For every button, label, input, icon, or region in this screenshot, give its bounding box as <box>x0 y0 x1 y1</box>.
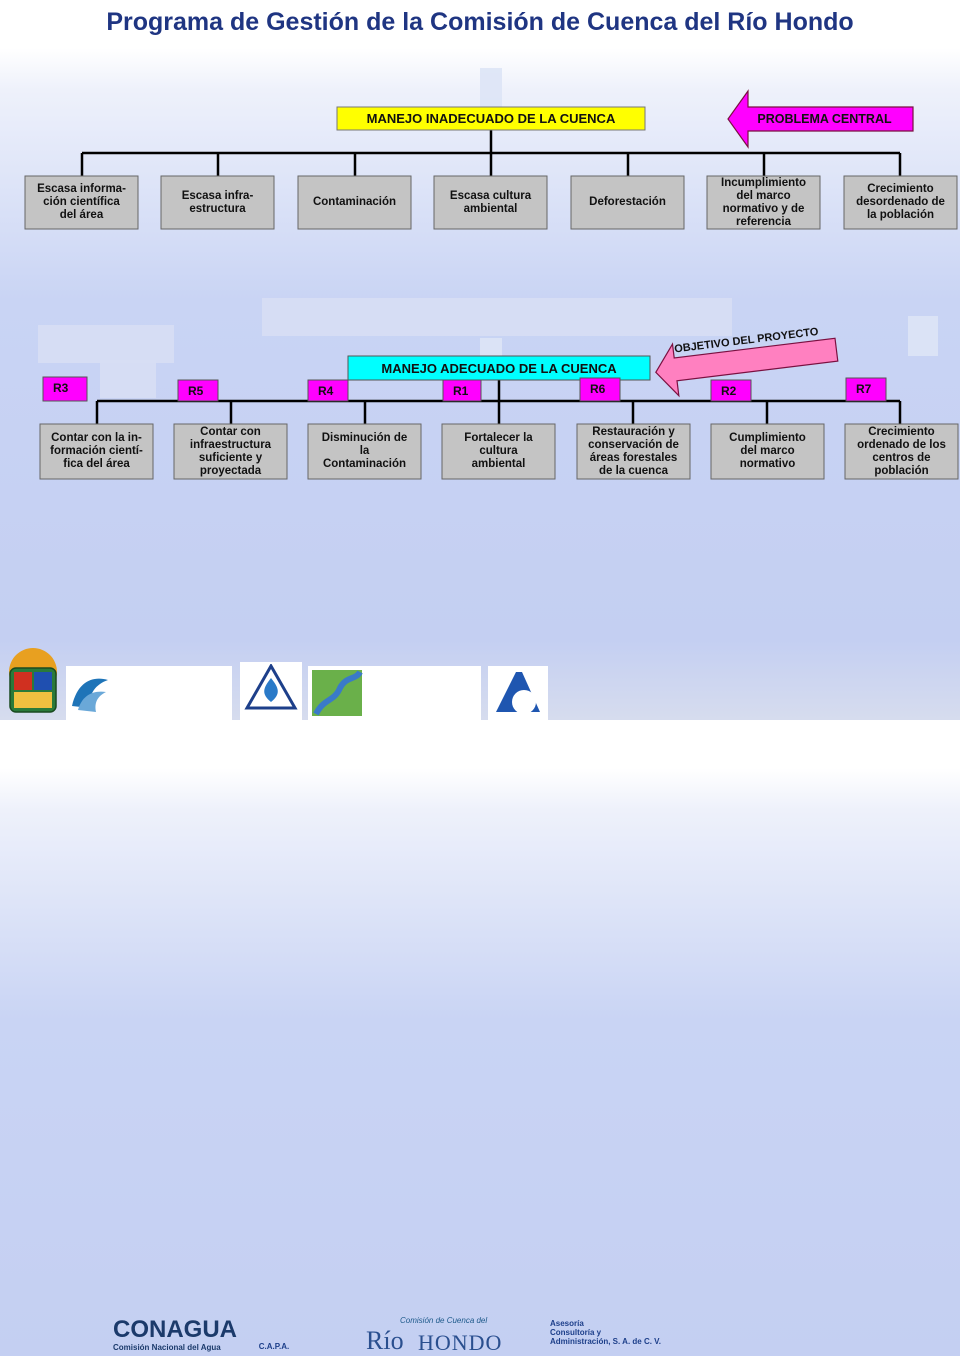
cause-label: Incumplimiento del marco normativo y de … <box>721 176 806 228</box>
cause-box <box>24 175 139 230</box>
r-tag-box <box>845 377 887 402</box>
cause-label: Contaminación <box>312 196 397 208</box>
result-box <box>173 423 288 480</box>
result-text: Crecimiento ordenado de los centros de p… <box>845 424 958 479</box>
r-tag-box <box>42 376 88 402</box>
cause-box <box>570 175 685 230</box>
problem-central-box <box>336 106 646 131</box>
footer-logos: CONAGUA Comisión Nacional del Agua C.A.P… <box>0 640 960 1355</box>
conagua-subtitle: Comisión Nacional del Agua <box>113 1343 221 1352</box>
cause-text: Escasa cultura ambiental <box>434 176 547 229</box>
r-tag-box <box>710 379 752 402</box>
problem-central-label: MANEJO INADECUADO DE LA CUENCA <box>366 111 616 126</box>
result-box <box>441 423 556 480</box>
result-box <box>710 423 825 480</box>
result-label: Cumplimiento del marco normativo <box>729 432 806 470</box>
faint-panel <box>480 338 502 358</box>
cause-text: Crecimiento desordenado de la población <box>844 176 957 229</box>
conagua-wave-icon <box>72 678 108 712</box>
cause-label: Crecimiento desordenado de la población <box>856 183 945 221</box>
rio-hondo-hondo-text: HONDO <box>418 1330 503 1355</box>
r-tag-label: R4 <box>318 383 334 398</box>
problem-arrow-label: PROBLEMA CENTRAL <box>757 112 892 126</box>
result-label: Restauración y conservación de áreas for… <box>588 425 679 477</box>
tree-diagram <box>24 68 959 480</box>
result-text: Contar con infraestructura suficiente y … <box>174 424 287 479</box>
result-box <box>576 423 691 480</box>
faint-panel <box>262 298 732 336</box>
cause-text: Deforestación <box>571 176 684 229</box>
capa-label: C.A.P.A. <box>258 1342 290 1351</box>
cause-text: Escasa informa- ción científica del área <box>25 176 138 229</box>
rio-hondo-map-icon <box>312 670 363 716</box>
result-text: Restauración y conservación de áreas for… <box>577 424 690 479</box>
cause-label: Escasa infra- estructura <box>181 189 254 215</box>
r-tag-label: R7 <box>856 381 872 396</box>
result-label: Crecimiento ordenado de los centros de p… <box>857 425 946 477</box>
faint-panel <box>38 325 174 363</box>
asesoria-text: Asesoría Consultoría y Administración, S… <box>550 1319 661 1346</box>
result-text: Cumplimiento del marco normativo <box>711 424 824 479</box>
capa-drop-icon <box>244 664 298 710</box>
rio-hondo-rio-text: Río <box>366 1326 404 1355</box>
objective-arrow <box>655 337 839 398</box>
r-tag-label: R2 <box>721 383 737 398</box>
cause-box <box>297 175 412 230</box>
r-tag-box <box>579 377 621 402</box>
faint-panel <box>100 360 156 398</box>
r-tag-label: R6 <box>590 381 606 396</box>
result-box <box>307 423 422 480</box>
faint-panel <box>480 68 502 108</box>
cause-box <box>843 175 958 230</box>
faint-panel <box>908 316 938 356</box>
page-title: Programa de Gestión de la Comisión de Cu… <box>106 8 854 36</box>
r-tag-label: R3 <box>53 381 69 395</box>
result-label: Contar con la in- formación cientí- fica… <box>50 432 143 470</box>
result-label: Disminución de la Contaminación <box>321 432 408 470</box>
result-label: Contar con infraestructura suficiente y … <box>189 425 272 477</box>
r-tag-box <box>177 379 219 402</box>
result-box <box>39 423 154 480</box>
cause-text: Incumplimiento del marco normativo y de … <box>707 176 820 229</box>
rio-hondo-small-text: Comisión de Cuenca del <box>400 1316 488 1325</box>
cause-text: Contaminación <box>298 176 411 229</box>
result-text: Contar con la in- formación cientí- fica… <box>40 424 153 479</box>
asesoria-a-icon <box>496 672 540 714</box>
result-text: Disminución de la Contaminación <box>308 424 421 479</box>
objective-central-label: MANEJO ADECUADO DE LA CUENCA <box>381 360 617 376</box>
title-bar <box>0 0 960 48</box>
cause-box <box>160 175 275 230</box>
cause-label: Escasa cultura ambiental <box>449 189 532 215</box>
problem-arrow <box>727 89 914 149</box>
result-box <box>844 423 959 480</box>
r-tag-label: R5 <box>188 383 204 398</box>
conagua-name: CONAGUA <box>113 1316 237 1343</box>
r-tag-box <box>307 379 349 402</box>
r-tag-box <box>442 379 482 402</box>
result-text: Fortalecer la cultura ambiental <box>442 424 555 479</box>
cause-label: Escasa informa- ción científica del área <box>37 183 126 221</box>
cause-box <box>433 175 548 230</box>
cause-label: Deforestación <box>589 196 666 208</box>
cause-text: Escasa infra- estructura <box>161 176 274 229</box>
objective-central-box <box>347 355 651 381</box>
quintana-roo-crest-icon <box>9 648 57 713</box>
cause-box <box>706 175 821 230</box>
result-label: Fortalecer la cultura ambiental <box>464 432 533 470</box>
r-tag-label: R1 <box>453 383 469 398</box>
